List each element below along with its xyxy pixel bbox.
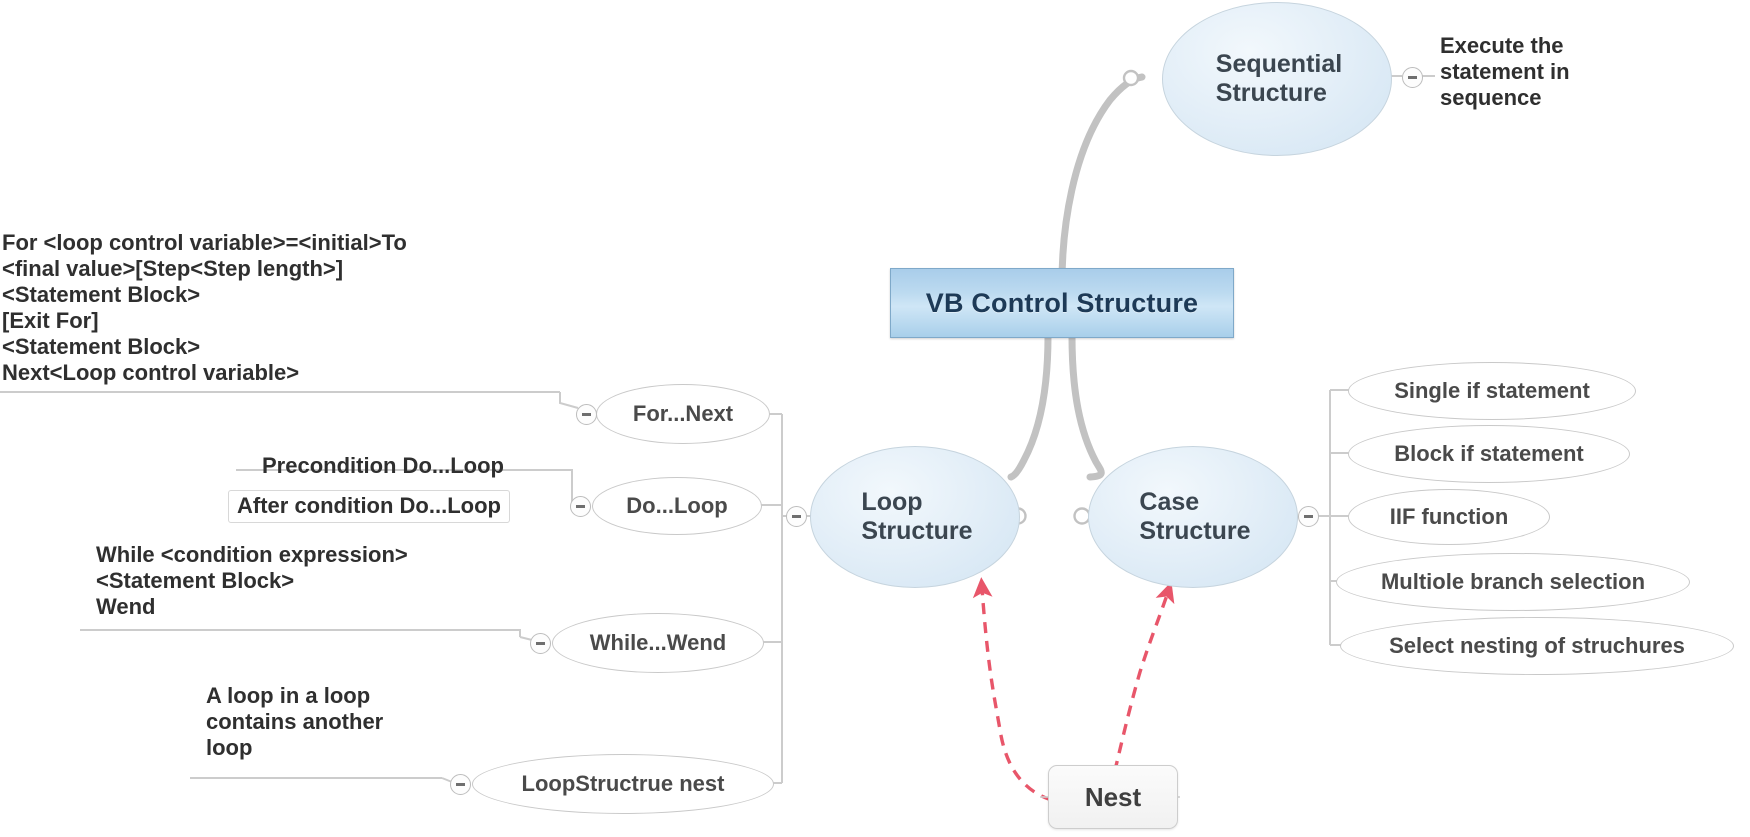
- node-single-if-statement-label: Single if statement: [1394, 378, 1590, 403]
- node-case-structure[interactable]: Case Structure: [1088, 446, 1298, 588]
- node-iif-function[interactable]: IIF function: [1348, 489, 1550, 545]
- node-loop-structrue-nest-label: LoopStructrue nest: [521, 771, 725, 796]
- note-loop-nest-description: A loop in a loop contains another loop: [206, 683, 384, 760]
- note-for-next-syntax: For <loop control variable>=<initial>To …: [2, 230, 407, 385]
- relation-arrow-to-case: [1108, 581, 1175, 791]
- node-loop-structure-label: Loop Structure: [861, 487, 973, 546]
- edge-fornext-note-join: [559, 392, 579, 409]
- node-sequential-structure-label: Sequential Structure: [1215, 49, 1343, 108]
- note-sequential-structure: Execute the statement in sequence: [1440, 33, 1570, 110]
- node-block-if-statement-label: Block if statement: [1394, 441, 1584, 466]
- edge-root-to-case: [1068, 332, 1105, 481]
- edge-whilewend-underline: [80, 629, 521, 637]
- node-loop-structrue-nest[interactable]: LoopStructrue nest: [472, 754, 774, 814]
- node-while-wend[interactable]: While...Wend: [552, 613, 764, 673]
- node-select-nesting-of-struchures[interactable]: Select nesting of struchures: [1340, 617, 1734, 675]
- connector-dot-sequential: [1122, 69, 1140, 87]
- node-single-if-statement[interactable]: Single if statement: [1348, 362, 1636, 420]
- edge-root-to-sequential: [1058, 73, 1146, 287]
- root-node-label: VB Control Structure: [925, 287, 1199, 318]
- root-node-vb-control-structure[interactable]: VB Control Structure: [890, 268, 1234, 338]
- collapse-toggle-while-wend[interactable]: [530, 633, 551, 654]
- note-after-condition-do-loop: After condition Do...Loop: [228, 490, 510, 523]
- node-select-nesting-of-struchures-label: Select nesting of struchures: [1389, 633, 1685, 658]
- node-loop-structure[interactable]: Loop Structure: [810, 446, 1020, 588]
- note-precondition-do-loop: Precondition Do...Loop: [262, 453, 504, 478]
- node-multiole-branch-selection[interactable]: Multiole branch selection: [1336, 553, 1690, 611]
- node-nest-relationship-label: Nest: [1084, 781, 1142, 812]
- edge-precondition-join: [560, 469, 573, 505]
- node-for-next-label: For...Next: [632, 401, 734, 426]
- collapse-toggle-sequential[interactable]: [1402, 67, 1423, 88]
- collapse-toggle-case-structure[interactable]: [1298, 506, 1319, 527]
- node-multiole-branch-selection-label: Multiole branch selection: [1380, 569, 1646, 594]
- node-do-loop[interactable]: Do...Loop: [592, 477, 762, 535]
- node-while-wend-label: While...Wend: [589, 630, 727, 655]
- collapse-toggle-loop-structrue-nest[interactable]: [450, 774, 471, 795]
- collapse-toggle-loop-structure[interactable]: [786, 506, 807, 527]
- collapse-toggle-do-loop[interactable]: [570, 496, 591, 517]
- node-do-loop-label: Do...Loop: [626, 493, 728, 518]
- node-case-structure-label: Case Structure: [1139, 487, 1251, 546]
- edge-root-to-loop: [1007, 332, 1052, 481]
- node-sequential-structure[interactable]: Sequential Structure: [1162, 2, 1392, 156]
- node-iif-function-label: IIF function: [1389, 504, 1509, 529]
- collapse-toggle-for-next[interactable]: [576, 404, 597, 425]
- note-while-wend-syntax: While <condition expression> <Statement …: [96, 542, 408, 619]
- node-block-if-statement[interactable]: Block if statement: [1348, 425, 1630, 483]
- node-nest-relationship[interactable]: Nest: [1048, 765, 1178, 829]
- node-for-next[interactable]: For...Next: [596, 384, 770, 444]
